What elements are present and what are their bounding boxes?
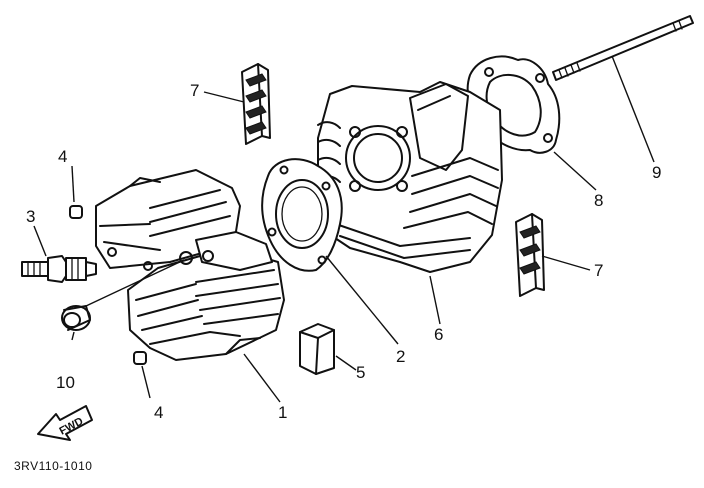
- spark-plug: [21, 255, 97, 283]
- callout-4-upper: 4: [58, 147, 67, 166]
- callout-4-lower: 4: [154, 403, 163, 422]
- insulator-block-lower: [515, 213, 545, 297]
- head-gasket: [261, 158, 343, 272]
- leader-lines: [33, 55, 655, 403]
- stud-bolt: [552, 15, 694, 81]
- callout-7-lower: 7: [594, 261, 603, 280]
- callout-10: 10: [56, 373, 75, 392]
- callout-5: 5: [356, 363, 365, 382]
- callout-8: 8: [594, 191, 603, 210]
- callout-labels: 7 4 3 10 4 1 5 2 6 8 9 7: [26, 81, 661, 422]
- callout-6: 6: [434, 325, 443, 344]
- acorn-nut-lower: [133, 351, 147, 365]
- diagram-part-number: 3RV110-1010: [14, 459, 92, 473]
- cylinder-block: [317, 81, 503, 273]
- cylinder-head-front: [127, 231, 285, 361]
- forward-direction-arrow: FWD: [37, 405, 93, 441]
- insulator-block-upper: [241, 63, 271, 145]
- callout-3: 3: [26, 207, 35, 226]
- small-block: [299, 323, 335, 375]
- plug-washer: [61, 305, 91, 331]
- callout-1: 1: [278, 403, 287, 422]
- callout-2: 2: [396, 347, 405, 366]
- acorn-nut-upper: [69, 205, 83, 219]
- callout-7-upper: 7: [190, 81, 199, 100]
- callout-9: 9: [652, 163, 661, 182]
